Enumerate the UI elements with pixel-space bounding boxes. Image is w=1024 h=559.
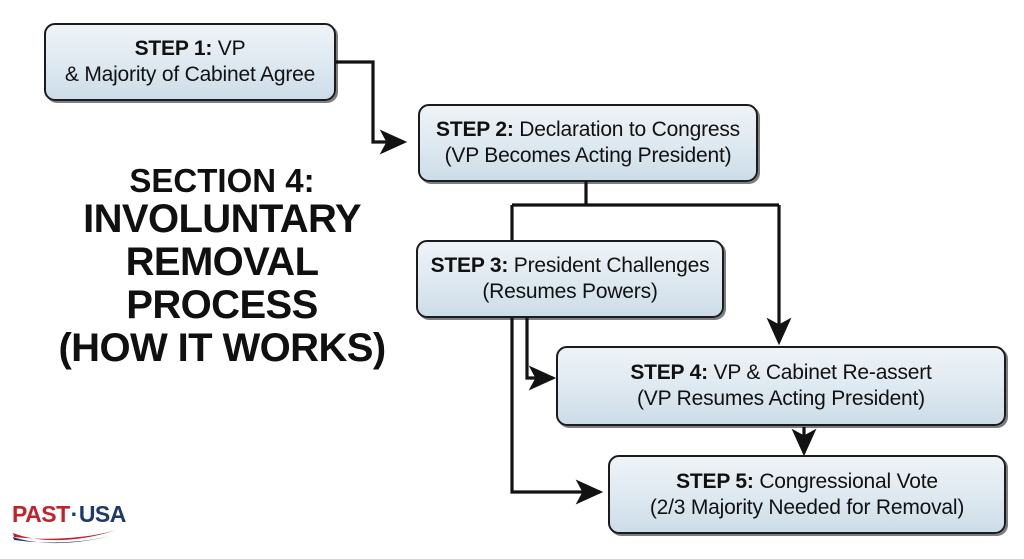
step-1-line-2: & Majority of Cabinet Agree bbox=[64, 63, 316, 86]
past-usa-logo: PAST·USA bbox=[12, 503, 126, 547]
heading-line-4: PROCESS bbox=[126, 282, 318, 327]
logo-wordmark: PAST·USA bbox=[12, 503, 126, 526]
logo-word-past: PAST bbox=[12, 501, 70, 527]
step-1-text: STEP 1: VP & Majority of Cabinet Agree bbox=[55, 36, 325, 87]
step-5-line-2: (2/3 Majority Needed for Removal) bbox=[649, 495, 965, 519]
step-5-box[interactable]: STEP 5: Congressional Vote (2/3 Majority… bbox=[608, 455, 1006, 534]
step-1-label: STEP 1: bbox=[134, 37, 213, 61]
step-1-box[interactable]: STEP 1: VP & Majority of Cabinet Agree bbox=[44, 23, 336, 101]
step-2-label: STEP 2: bbox=[436, 118, 514, 142]
logo-word-usa: USA bbox=[78, 501, 127, 527]
logo-swoosh-icon bbox=[13, 530, 117, 544]
step-4-line-2: (VP Resumes Acting President) bbox=[637, 387, 925, 410]
step-3-line-1-rest: President Challenges bbox=[508, 254, 710, 278]
step-2-line-1-rest: Declaration to Congress bbox=[513, 118, 740, 142]
step-5-text: STEP 5: Congressional Vote (2/3 Majority… bbox=[640, 469, 974, 520]
step-2-line-1: STEP 2: Declaration to Congress bbox=[436, 117, 740, 143]
heading-line-1: SECTION 4: bbox=[129, 162, 315, 199]
heading-line-5: (HOW IT WORKS) bbox=[58, 325, 386, 370]
step-3-box[interactable]: STEP 3: President Challenges (Resumes Po… bbox=[416, 240, 724, 318]
section-heading: SECTION 4: INVOLUNTARY REMOVAL PROCESS (… bbox=[52, 163, 392, 369]
step-5-label: STEP 5: bbox=[676, 469, 754, 493]
heading-line-3: REMOVAL bbox=[125, 240, 319, 285]
step-1-line-1: STEP 1: VP bbox=[65, 36, 315, 62]
connector-step1-step2 bbox=[334, 60, 408, 155]
step-5-line-1: STEP 5: Congressional Vote bbox=[650, 469, 964, 495]
step-3-line-1: STEP 3: President Challenges bbox=[431, 253, 710, 279]
step-2-box[interactable]: STEP 2: Declaration to Congress (VP Beco… bbox=[418, 104, 758, 182]
step-1-line-1-rest: VP bbox=[212, 37, 246, 61]
step-4-line-1: STEP 4: VP & Cabinet Re-assert bbox=[630, 360, 932, 386]
step-4-line-1-rest: VP & Cabinet Re-assert bbox=[707, 361, 932, 385]
heading-line-2: INVOLUNTARY bbox=[83, 197, 361, 242]
step-3-text: STEP 3: President Challenges (Resumes Po… bbox=[421, 253, 720, 304]
step-4-box[interactable]: STEP 4: VP & Cabinet Re-assert (VP Resum… bbox=[556, 346, 1006, 426]
step-4-label: STEP 4: bbox=[630, 361, 708, 385]
step-4-text: STEP 4: VP & Cabinet Re-assert (VP Resum… bbox=[620, 360, 941, 411]
step-5-line-1-rest: Congressional Vote bbox=[753, 469, 938, 493]
logo-separator-dot: · bbox=[70, 501, 79, 527]
connector-step3-step4 bbox=[525, 318, 557, 391]
step-2-text: STEP 2: Declaration to Congress (VP Beco… bbox=[426, 117, 750, 168]
step-3-line-2: (Resumes Powers) bbox=[482, 280, 658, 303]
step-3-label: STEP 3: bbox=[430, 254, 509, 278]
step-2-line-2: (VP Becomes Acting President) bbox=[444, 144, 732, 167]
